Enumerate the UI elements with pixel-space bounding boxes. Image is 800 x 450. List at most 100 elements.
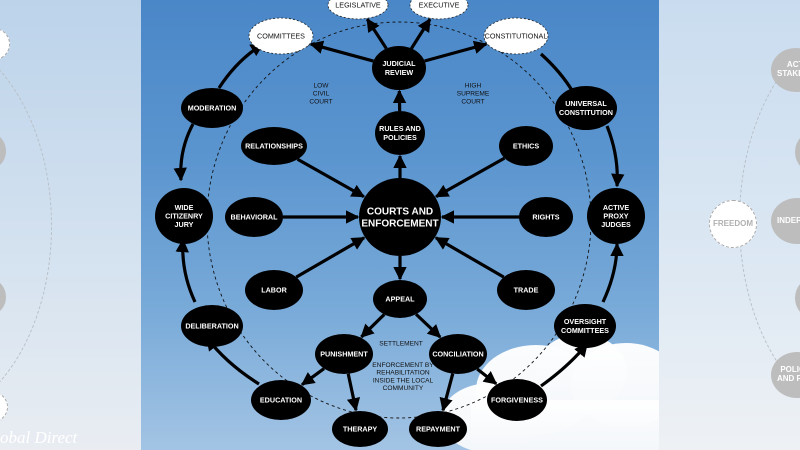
edge-trade-to-courts-and-enforcement	[434, 236, 505, 279]
node-therapy[interactable]: THERAPY	[332, 411, 388, 447]
node-legislative[interactable]: LEGISLATIVE	[327, 0, 389, 20]
node-labor[interactable]: LABOR	[245, 270, 303, 310]
edge-conciliation-to-forgiveness	[476, 367, 498, 386]
node-shape-education	[251, 380, 311, 420]
left-ghost-node-2	[0, 134, 6, 168]
node-shape-conciliation	[429, 334, 487, 374]
node-shape-trade	[497, 270, 555, 310]
node-shape-relationships	[241, 127, 307, 165]
node-forgiveness[interactable]: FORGIVENESS	[487, 379, 547, 421]
edge-judicial-review-to-executive	[410, 18, 432, 50]
ring-arrow-moderation-to-committees	[217, 42, 265, 89]
edge-labor-to-courts-and-enforcement	[295, 236, 366, 279]
node-education[interactable]: EDUCATION	[251, 380, 311, 420]
node-shape-constitutional	[483, 17, 549, 55]
node-shape-courts-and-enforcement	[359, 178, 441, 256]
node-conciliation[interactable]: CONCILIATION	[429, 334, 487, 374]
node-shape-active-proxy-judges	[587, 188, 645, 244]
node-shape-rights	[519, 197, 573, 237]
node-label-trade: TRADE	[514, 286, 539, 295]
caption-text: obal Direct	[0, 428, 78, 447]
node-label-punishment: PUNISHMENT	[320, 350, 368, 359]
edge-appeal-to-punishment	[360, 313, 386, 339]
edge-judicial-review-to-legislative	[365, 18, 388, 50]
edge-relationships-to-courts-and-enforcement	[296, 157, 366, 199]
left-blurred-panel: obal Direct	[0, 0, 141, 450]
ring-arrow-moderation-to-jury	[173, 123, 195, 182]
node-shape-rules-and-policies	[375, 111, 425, 155]
left-ghost-node-4	[0, 392, 8, 422]
node-shape-forgiveness	[487, 379, 547, 421]
ring-arrow-deliberation-to-jury	[175, 238, 197, 303]
node-shape-oversight-committees	[554, 304, 616, 348]
node-shape-repayment	[409, 411, 467, 447]
node-rights[interactable]: RIGHTS	[519, 197, 573, 237]
node-appeal[interactable]: APPEAL	[373, 280, 427, 318]
left-ghost-ring	[0, 30, 52, 422]
node-moderation[interactable]: MODERATION	[181, 88, 243, 128]
diagram-svg: LEGISLATIVE EXECUTIVE COMMITTEES CONSTITUTI…	[155, 0, 659, 450]
edge-judicial-review-to-committees	[309, 40, 374, 63]
left-ghost-node-3	[0, 280, 6, 314]
diagram-panel: LEGISLATIVE EXECUTIVE COMMITTEES CONSTITUTI…	[141, 0, 659, 450]
node-shape-behavioral	[225, 197, 283, 237]
node-label-behavioral: BEHAVIORAL	[231, 213, 279, 222]
node-shape-appeal	[373, 280, 427, 318]
label-settlement: SETTLEMENT	[379, 341, 423, 348]
node-label-ethics: ETHICS	[513, 142, 540, 151]
ghost-r-4: FREEDOM	[709, 200, 757, 248]
node-shape-labor	[245, 270, 303, 310]
node-label-relationships: RELATIONSHIPS	[245, 142, 303, 151]
edge-punishment-to-education	[300, 367, 326, 386]
node-shape-moderation	[181, 88, 243, 128]
node-relationships[interactable]: RELATIONSHIPS	[241, 127, 307, 165]
node-shape-committees	[248, 17, 314, 55]
node-label-constitutional: CONSTITUTIONAL	[485, 32, 548, 41]
edge-conciliation-to-repayment	[439, 373, 455, 412]
node-label-committees: COMMITTEES	[257, 32, 305, 41]
node-label-moderation: MODERATION	[188, 104, 237, 113]
node-shape-punishment	[315, 334, 373, 374]
node-label-therapy: THERAPY	[343, 425, 378, 434]
node-executive[interactable]: EXECUTIVE	[409, 0, 469, 20]
node-shape-wide-citizenry-jury	[155, 188, 213, 244]
node-trade[interactable]: TRADE	[497, 270, 555, 310]
node-behavioral[interactable]: BEHAVIORAL	[225, 197, 283, 237]
node-committees[interactable]: COMMITTEES	[248, 17, 314, 55]
node-repayment[interactable]: REPAYMENT	[409, 411, 467, 447]
node-deliberation[interactable]: DELIBERATION	[181, 305, 243, 347]
nodes-layer: LEGISLATIVE EXECUTIVE COMMITTEES CONSTITUTI…	[155, 0, 645, 447]
node-shape-legislative	[327, 0, 389, 20]
node-ethics[interactable]: ETHICS	[499, 126, 553, 166]
edge-ethics-to-courts-and-enforcement	[434, 156, 506, 199]
node-label-repayment: REPAYMENT	[416, 425, 461, 434]
ghost-r-2: T	[795, 132, 800, 172]
ring-arrow-oversight-to-proxy	[601, 242, 624, 303]
node-label-education: EDUCATION	[260, 396, 302, 405]
node-label-labor: LABOR	[261, 286, 287, 295]
edges-layer	[283, 18, 519, 412]
node-shape-executive	[409, 0, 469, 20]
ghost-r-5	[795, 278, 800, 318]
node-shape-ethics	[499, 126, 553, 166]
node-label-forgiveness: FORGIVENESS	[491, 396, 543, 405]
edge-punishment-to-therapy	[346, 373, 361, 412]
ring-arrow-constitutional-to-universal	[539, 52, 575, 93]
node-shape-therapy	[332, 411, 388, 447]
node-constitutional[interactable]: CONSTITUTIONAL	[483, 17, 549, 55]
node-punishment[interactable]: PUNISHMENT	[315, 334, 373, 374]
